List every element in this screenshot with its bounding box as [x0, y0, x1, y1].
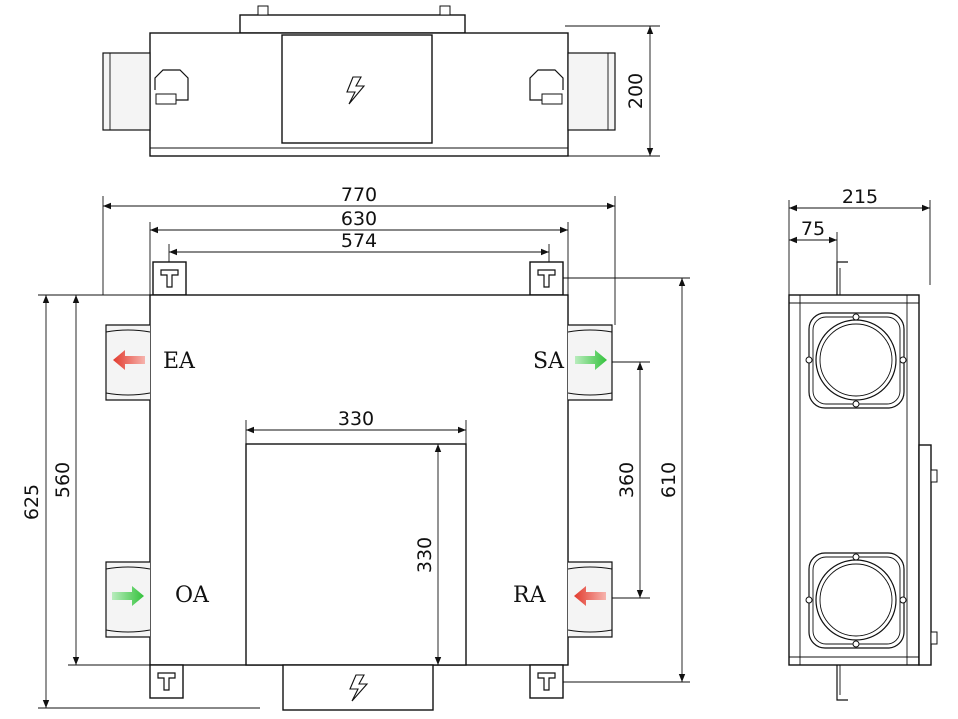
top-duct-right — [567, 52, 616, 131]
side-port-lower — [805, 552, 907, 649]
top-bracket-right — [529, 69, 564, 101]
arrow-oa-in — [112, 586, 144, 606]
access-panel — [245, 443, 467, 666]
side-hanger-top — [836, 261, 848, 295]
arrow-ea-out — [113, 350, 145, 370]
arrow-sa-out — [575, 350, 607, 370]
port-label-oa: OA — [175, 583, 210, 608]
bottom-electrical-icon — [349, 674, 369, 702]
dim-body-width: 630 — [341, 208, 377, 230]
dim-overall-width: 770 — [341, 184, 377, 206]
bottom-electrical-box — [282, 664, 434, 711]
side-hanger-bottom — [836, 665, 848, 701]
dim-mount-spacing: 574 — [341, 230, 377, 252]
top-rail-bolt-left — [257, 5, 269, 16]
side-flange — [918, 444, 932, 666]
top-rail — [239, 14, 466, 34]
dim-body-length: 560 — [52, 462, 74, 498]
mount-foot-top-right — [529, 261, 564, 296]
dim-top-height: 200 — [625, 73, 647, 109]
dim-panel-height: 330 — [414, 537, 436, 573]
side-body — [788, 294, 920, 666]
top-view: 200 — [102, 5, 660, 157]
side-port-upper — [805, 312, 907, 409]
side-view: 215 75 — [788, 186, 938, 701]
dim-panel-width: 330 — [338, 408, 374, 430]
port-label-ea: EA — [163, 349, 196, 374]
port-label-sa: SA — [533, 349, 565, 374]
port-label-ra: RA — [513, 583, 547, 608]
mount-foot-bottom-right — [529, 664, 564, 699]
mount-foot-bottom-left — [149, 664, 184, 699]
dim-side-depth: 215 — [842, 186, 878, 208]
arrow-ra-in — [574, 586, 606, 606]
mount-foot-top-left — [152, 261, 187, 296]
top-bracket-left — [154, 69, 189, 101]
top-electrical-panel — [281, 34, 433, 144]
dim-side-offset: 75 — [801, 218, 825, 240]
dim-mount-length: 610 — [658, 462, 680, 498]
top-duct-left — [102, 52, 151, 131]
dim-overall-length: 625 — [21, 484, 43, 520]
electrical-icon — [346, 76, 366, 105]
dim-port-spacing: 360 — [616, 462, 638, 498]
top-rail-bolt-right — [439, 5, 451, 16]
front-view: 770 630 574 EA SA OA — [21, 184, 690, 711]
